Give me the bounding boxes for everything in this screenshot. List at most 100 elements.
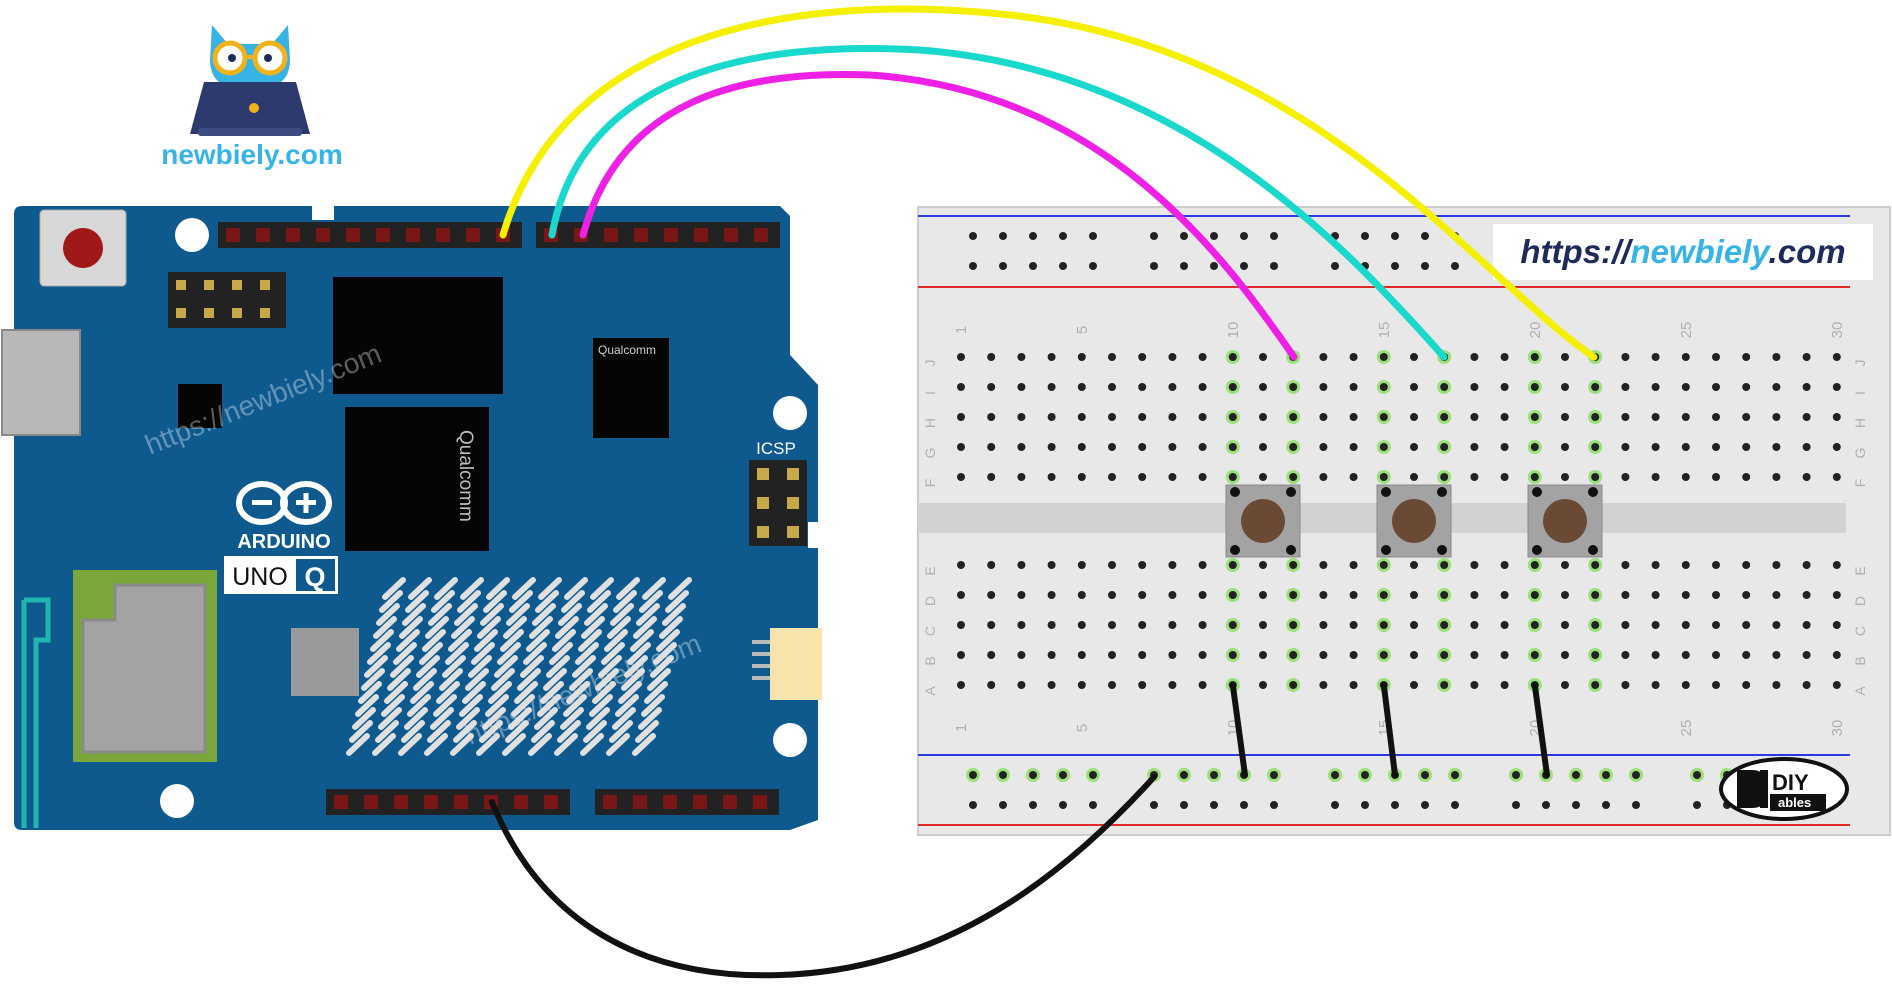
breadboard-hole — [1017, 443, 1026, 451]
row-label: D — [922, 596, 938, 606]
breadboard-hole — [1349, 353, 1358, 361]
row-label: E — [922, 566, 938, 575]
breadboard-hole — [957, 651, 965, 659]
breadboard-hole — [987, 353, 996, 361]
usb-connector — [1, 329, 81, 436]
breadboard-hole — [1712, 621, 1720, 629]
led-segment — [399, 616, 423, 639]
breadboard-hole — [1198, 681, 1207, 689]
breadboard-hole — [1561, 651, 1569, 659]
chip-small — [178, 384, 222, 428]
led-segment — [486, 577, 510, 600]
breadboard-hole — [1198, 591, 1207, 599]
mounting-hole — [773, 723, 807, 757]
breadboard-hole — [1379, 353, 1388, 361]
breadboard-hole — [1681, 353, 1690, 361]
rail-hole — [1089, 801, 1097, 809]
breadboard-hole — [1772, 681, 1781, 689]
led-segment — [598, 655, 622, 678]
breadboard-hole — [1651, 383, 1660, 391]
breadboard-hole — [957, 621, 965, 629]
push-button — [1376, 484, 1452, 558]
led-segment — [404, 707, 428, 730]
breadboard-hole — [1802, 591, 1811, 599]
breadboard-hole — [1591, 473, 1600, 481]
breadboard-hole — [1561, 473, 1569, 481]
breadboard-hole — [1561, 561, 1569, 569]
breadboard-hole — [1349, 443, 1358, 451]
led-segment — [601, 642, 625, 665]
breadboard-hole — [1349, 383, 1358, 391]
led-segment — [505, 720, 529, 743]
breadboard-hole — [1500, 561, 1509, 569]
rail-hole — [1180, 801, 1188, 809]
breadboard-hole — [1561, 443, 1569, 451]
breadboard-hole — [1561, 413, 1569, 421]
breadboard-hole — [1138, 353, 1147, 361]
led-segment — [531, 720, 555, 743]
breadboard-hole — [1742, 651, 1751, 659]
led-segment — [630, 629, 654, 652]
rail-hole — [1512, 801, 1520, 809]
breadboard-hole — [1319, 413, 1328, 421]
header-pin — [723, 795, 737, 809]
icsp-header — [749, 460, 820, 548]
breadboard-hole — [1138, 473, 1147, 481]
breadboard-hole — [1712, 443, 1720, 451]
breadboard-hole — [1108, 383, 1116, 391]
breadboard-hole — [1108, 681, 1116, 689]
led-segment — [612, 707, 636, 730]
rail-hole — [969, 771, 977, 779]
breadboard-hole — [1289, 681, 1298, 689]
breadboard-hole — [1168, 413, 1177, 421]
header-pin — [394, 795, 408, 809]
row-label: J — [922, 360, 938, 367]
breadboard-hole — [1470, 651, 1479, 659]
led-segment — [656, 629, 680, 652]
led-segment — [425, 616, 449, 639]
column-number: 25 — [1678, 322, 1695, 339]
icsp-label: ICSP — [756, 439, 796, 458]
breadboard-hole — [1349, 473, 1358, 481]
breadboard-hole — [1561, 681, 1569, 689]
led-segment — [465, 668, 489, 691]
breadboard-hole — [1802, 353, 1811, 361]
gnd-jumper-wire — [1380, 682, 1398, 778]
breadboard-hole — [1591, 651, 1600, 659]
led-segment — [387, 668, 411, 691]
led-segment — [471, 642, 495, 665]
led-segment — [479, 720, 503, 743]
breadboard-hole — [1319, 473, 1328, 481]
breadboard-hole — [1108, 591, 1116, 599]
led-segment — [632, 733, 656, 756]
breadboard-hole — [1319, 383, 1328, 391]
row-label: J — [1852, 360, 1868, 367]
breadboard-hole — [1681, 443, 1690, 451]
breadboard-hole — [1772, 443, 1781, 451]
header-pin — [346, 228, 360, 242]
rail-hole — [1331, 771, 1339, 779]
rail-hole — [1270, 262, 1278, 270]
breadboard-hole — [1259, 443, 1267, 451]
rail-hole — [1421, 262, 1429, 270]
header-pin — [376, 228, 390, 242]
breadboard-hole — [1168, 561, 1177, 569]
breadboard-hole — [1621, 473, 1630, 481]
breadboard-hole — [1410, 413, 1418, 421]
header-pin — [663, 795, 677, 809]
breadboard-hole — [1017, 353, 1026, 361]
led-segment — [554, 733, 578, 756]
qualcomm-chip-small: Qualcomm — [593, 338, 669, 438]
led-segment — [480, 603, 504, 626]
breadboard-hole — [1470, 413, 1479, 421]
row-label: B — [922, 656, 938, 665]
breadboard-hole — [1228, 413, 1237, 421]
rail-hole — [1059, 262, 1067, 270]
row-label: H — [922, 418, 938, 428]
breadboard-hole — [1289, 621, 1298, 629]
push-button — [1225, 484, 1301, 558]
led-segment — [372, 733, 396, 756]
url-banner: https://newbiely.com — [1493, 224, 1873, 280]
led-segment — [442, 655, 466, 678]
led-segment — [419, 642, 443, 665]
